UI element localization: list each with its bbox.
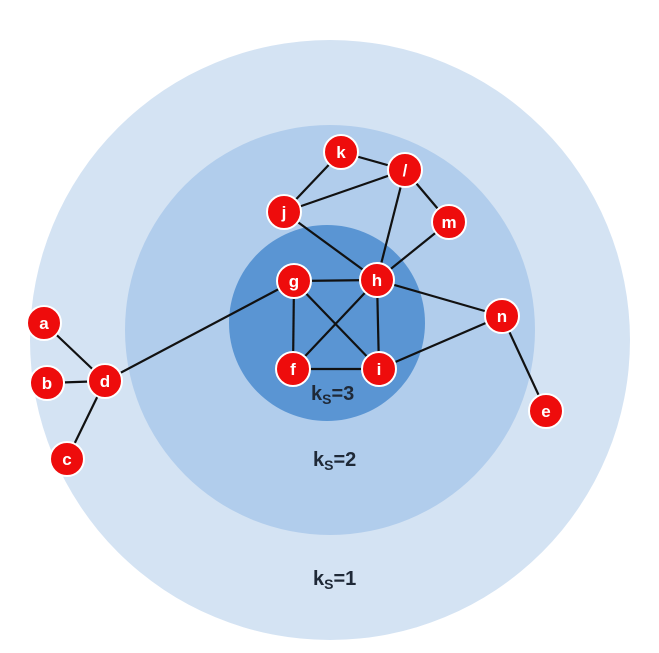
node-j-circle <box>266 194 302 230</box>
node-i-circle <box>361 351 397 387</box>
node-b: b <box>29 365 65 401</box>
edge-h-f <box>292 279 378 370</box>
node-d: d <box>87 363 123 399</box>
node-a-circle <box>26 305 62 341</box>
node-k-label: k <box>336 143 346 162</box>
edge-i-n <box>378 314 503 371</box>
shell-1-label: kS=1 <box>313 568 356 592</box>
node-h-label: h <box>372 271 382 290</box>
node-l: / <box>387 152 423 188</box>
node-e-label: e <box>541 402 550 421</box>
node-j-label: j <box>281 203 287 222</box>
edge-j-l <box>283 168 406 214</box>
node-a-label: a <box>39 314 49 333</box>
node-j: j <box>266 194 302 230</box>
node-e-circle <box>528 393 564 429</box>
node-d-label: d <box>100 372 110 391</box>
shell-2-label: kS=2 <box>313 449 356 473</box>
node-l-label: / <box>403 161 408 180</box>
node-n-circle <box>484 298 520 334</box>
node-f-circle <box>275 351 311 387</box>
node-b-label: b <box>42 374 52 393</box>
node-l-circle <box>387 152 423 188</box>
node-h: h <box>359 262 395 298</box>
node-n-label: n <box>497 307 507 326</box>
node-m-circle <box>431 204 467 240</box>
node-m: m <box>431 204 467 240</box>
node-g: g <box>276 263 312 299</box>
node-k-circle <box>323 134 359 170</box>
shell-3-label: kS=3 <box>311 383 354 407</box>
node-n: n <box>484 298 520 334</box>
node-f-label: f <box>290 360 296 379</box>
node-g-circle <box>276 263 312 299</box>
node-i: i <box>361 351 397 387</box>
nodes-layer: a b c d e f g h i j k / m n <box>26 134 564 477</box>
node-b-circle <box>29 365 65 401</box>
node-c-label: c <box>62 450 71 469</box>
node-d-circle <box>87 363 123 399</box>
edge-h-n <box>376 278 503 318</box>
edge-l-h <box>375 169 407 281</box>
node-c: c <box>49 441 85 477</box>
edge-g-i <box>293 280 380 370</box>
node-i-label: i <box>377 360 382 379</box>
shell-labels: kS=3 kS=2 kS=1 <box>311 383 356 592</box>
node-g-label: g <box>289 272 299 291</box>
node-c-circle <box>49 441 85 477</box>
shells-layer <box>30 40 630 640</box>
node-e: e <box>528 393 564 429</box>
edge-d-g <box>104 280 295 382</box>
edge-j-h <box>283 211 378 281</box>
node-m-label: m <box>441 213 456 232</box>
node-f: f <box>275 351 311 387</box>
node-h-circle <box>359 262 395 298</box>
node-k: k <box>323 134 359 170</box>
node-a: a <box>26 305 62 341</box>
